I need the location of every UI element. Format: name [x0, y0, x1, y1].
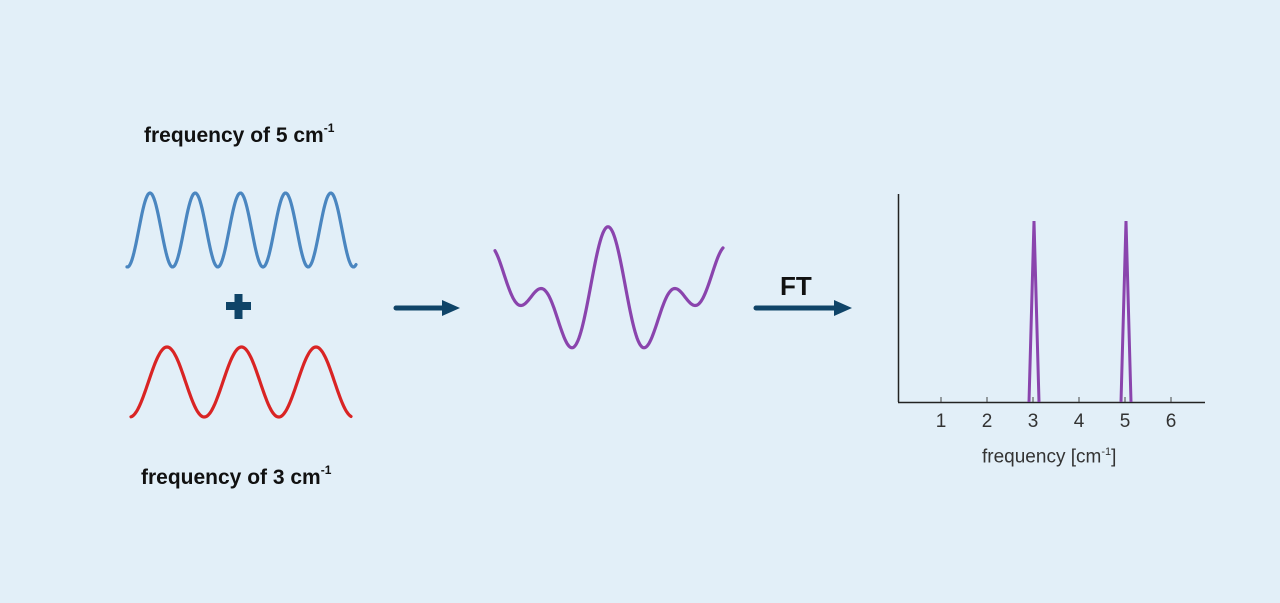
spectrum-peaks	[1027, 220, 1133, 403]
label-text: frequency of 5 cm	[144, 124, 324, 147]
x-axis-label: frequency [cm-1]	[982, 446, 1116, 468]
label-superscript: -1	[323, 121, 335, 135]
x-tick-label: 2	[981, 411, 993, 432]
ft-label: FT	[780, 271, 812, 301]
plus-icon	[226, 294, 251, 319]
peak-5	[1119, 220, 1133, 403]
peak-3	[1027, 220, 1041, 403]
label-text: frequency of 3 cm	[141, 466, 321, 489]
x-tick-label: 1	[935, 411, 947, 432]
spectrum-chart-axes	[897, 194, 1205, 404]
x-axis-label-close: ]	[1111, 446, 1117, 468]
combined-wave-curve	[493, 225, 725, 350]
x-axis-label-text: frequency [cm	[982, 446, 1102, 468]
wave-5cm-curve	[125, 191, 358, 269]
x-tick-label: 3	[1027, 411, 1039, 432]
x-tick-label: 5	[1119, 411, 1131, 432]
arrow-right-icon	[393, 300, 460, 316]
x-tick-label: 4	[1073, 411, 1085, 432]
label-frequency-5: frequency of 5 cm-1	[144, 121, 335, 148]
label-frequency-3: frequency of 3 cm-1	[141, 463, 332, 490]
x-tick-label: 6	[1165, 411, 1177, 432]
wave-3cm-curve	[129, 345, 353, 419]
label-superscript: -1	[320, 463, 332, 477]
ft-arrow-icon	[753, 300, 852, 316]
x-axis-label-sup: -1	[1101, 446, 1112, 458]
